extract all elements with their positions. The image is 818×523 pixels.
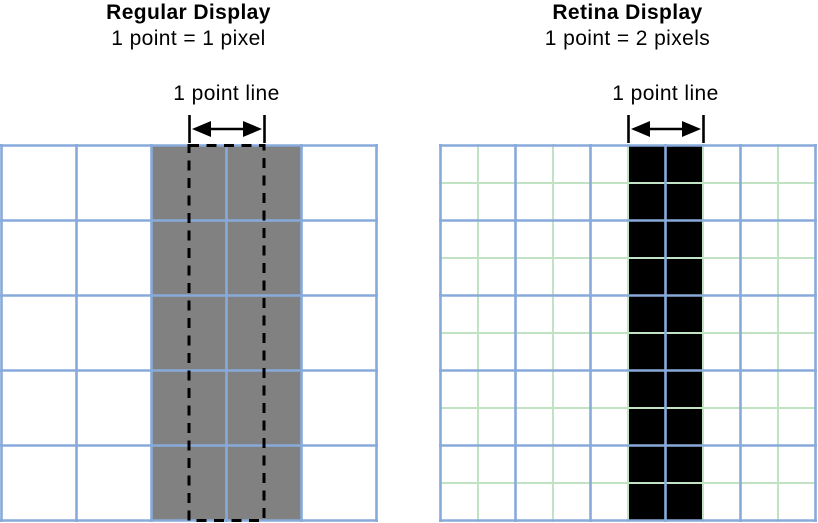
panel-regular-display: Regular Display 1 point = 1 pixel 1 poin… [0, 0, 378, 523]
panel-retina-display: Retina Display 1 point = 2 pixels 1 poin… [439, 0, 817, 523]
regular-display-title: Regular Display [106, 1, 271, 24]
one-point-dashed-outline [187, 144, 266, 522]
point-line-label: 1 point line [173, 82, 280, 105]
retina-pixel-grid [439, 144, 817, 522]
regular-display-subtitle: 1 point = 1 pixel [111, 27, 266, 50]
retina-display-title: Retina Display [552, 1, 703, 24]
point-line-label: 1 point line [612, 82, 719, 105]
regular-pixel-grid [0, 144, 378, 522]
dimension-arrow-icon [627, 115, 705, 143]
dimension-arrow-icon [188, 115, 266, 143]
retina-display-subtitle: 1 point = 2 pixels [544, 27, 711, 50]
